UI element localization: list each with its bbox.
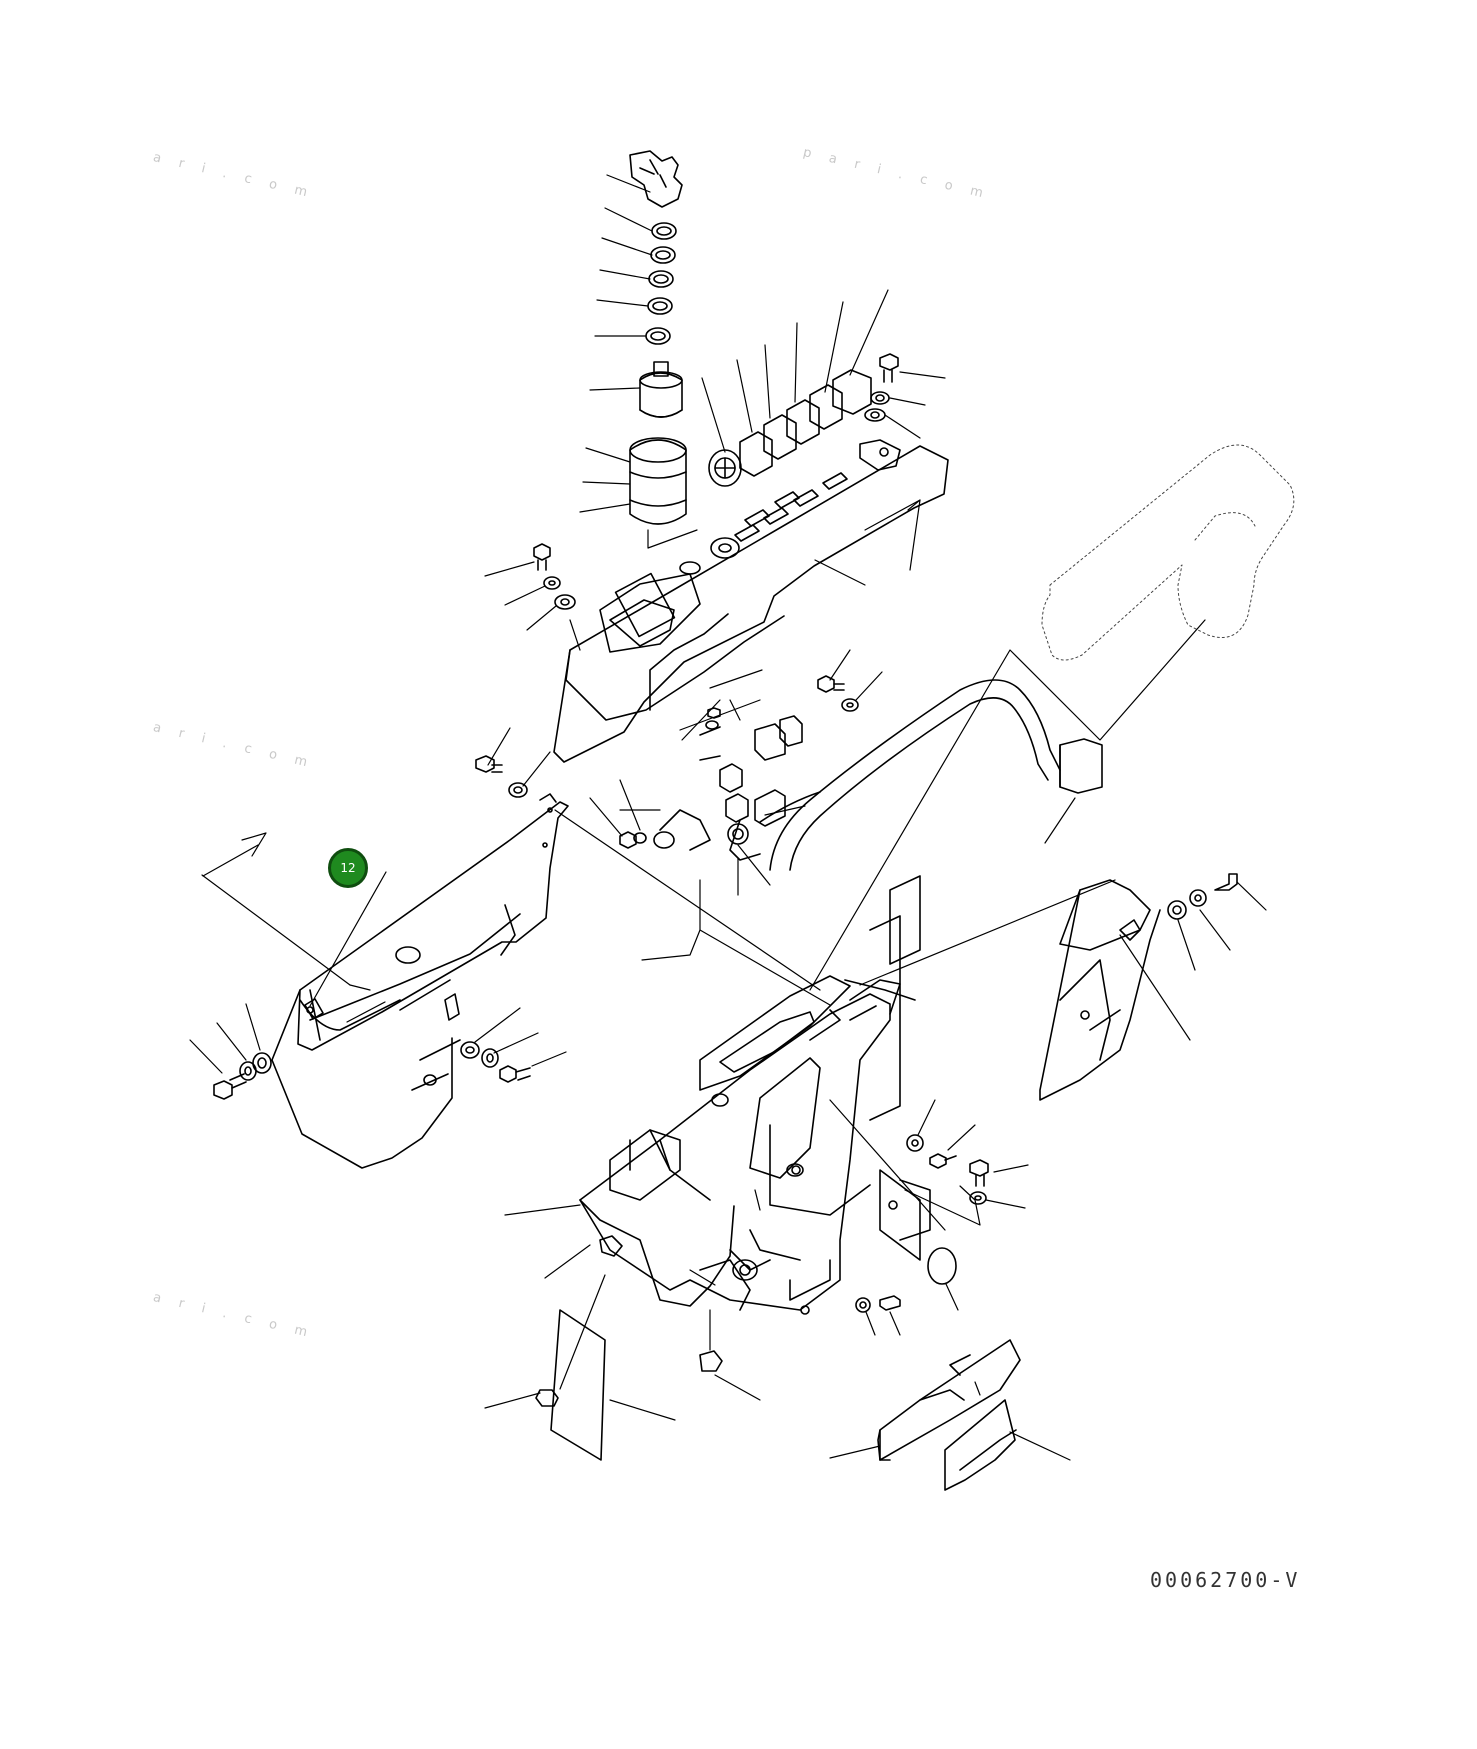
console-fasteners-right xyxy=(865,354,945,438)
stand-fasteners-right xyxy=(856,1100,1028,1335)
console-fasteners-left xyxy=(485,500,920,650)
side-cover-fasteners xyxy=(190,728,710,1099)
part-callout-12[interactable]: 12 xyxy=(328,848,368,888)
wiring-harness xyxy=(700,680,1102,870)
lower-left-items xyxy=(485,1236,760,1460)
side-cover-arrow xyxy=(202,833,386,1022)
lower-console-stand xyxy=(580,876,930,1314)
rocker-switches xyxy=(709,370,871,486)
leader-lines-switches xyxy=(702,290,888,452)
lower-cover-plates xyxy=(830,1340,1070,1490)
leader-lines-harness xyxy=(620,670,805,895)
callout-number: 12 xyxy=(340,861,356,875)
armrest-phantom xyxy=(1042,445,1294,660)
key-switch-assembly xyxy=(630,151,686,524)
upper-console-body xyxy=(554,440,948,762)
leader-lines-key-stack xyxy=(580,175,697,548)
side-cover-assembly xyxy=(272,794,568,1168)
right-side-panel xyxy=(1040,874,1266,1100)
drawing-code-label: 00062700-V xyxy=(1150,1568,1301,1592)
harness-fasteners xyxy=(706,650,882,729)
leader-lines-stand xyxy=(505,620,1205,1285)
